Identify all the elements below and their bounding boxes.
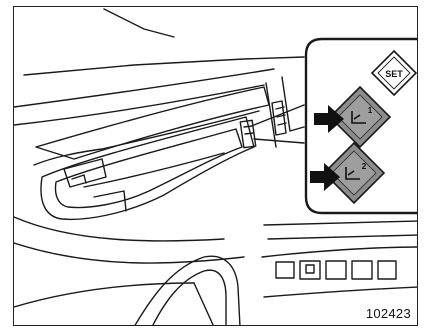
figure-frame: SET 1 2 102423: [13, 6, 418, 326]
memory-button-2-label: 2: [362, 162, 367, 171]
figure-reference-number: 102423: [366, 306, 411, 321]
memory-button-1-label: 1: [368, 106, 373, 115]
set-button-label: SET: [385, 69, 403, 79]
door-panel-illustration: SET 1 2: [14, 7, 418, 326]
